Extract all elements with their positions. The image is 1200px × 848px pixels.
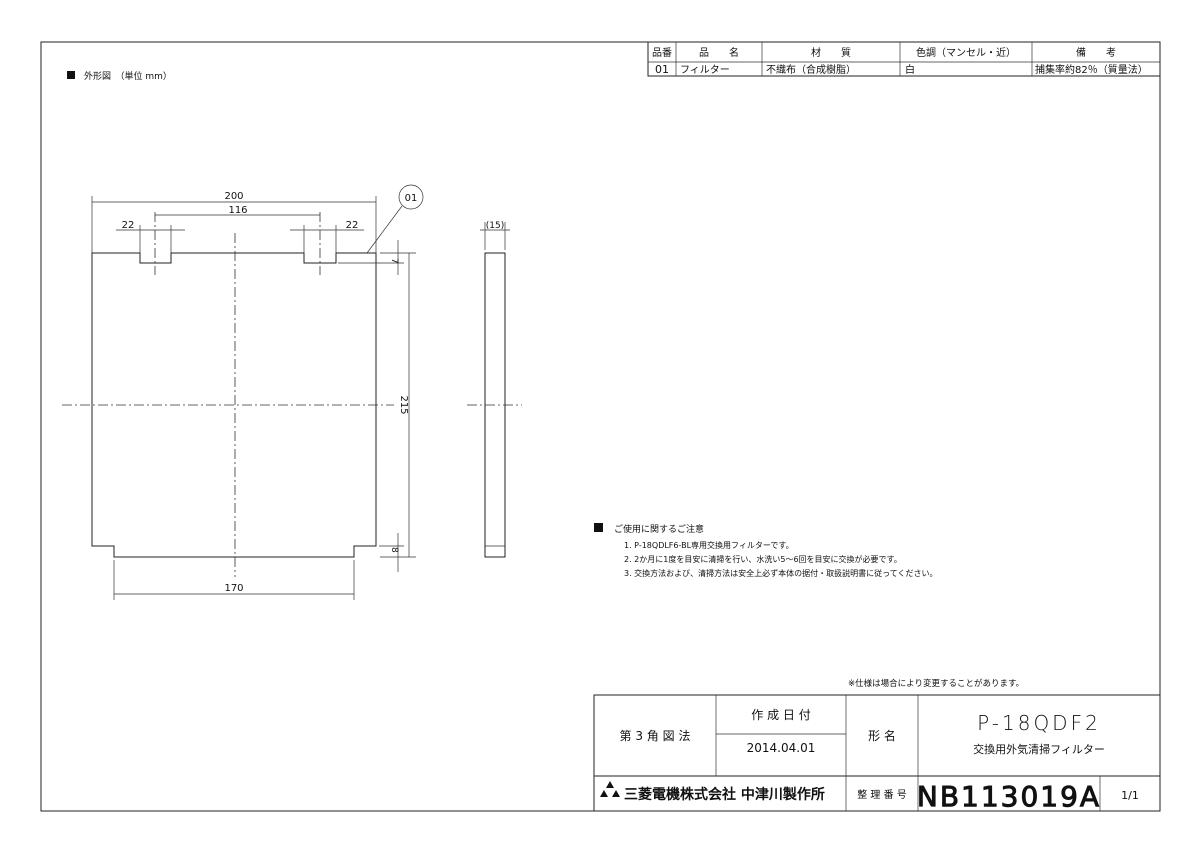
dim-bottom-width: 170 [224, 583, 243, 594]
sheet-number: 1/1 [1121, 789, 1139, 802]
date-label: 作 成 日 付 [751, 708, 810, 722]
dim-notch-spacing: 116 [228, 205, 247, 216]
dim-notch-right: 22 [346, 220, 359, 231]
note-item: 1. P-18QDLF6-BL専用交換用フィルターです。 [624, 540, 794, 550]
model-number: P-18QDF2 [977, 711, 1101, 735]
projection-method: 第 3 角 図 法 [620, 729, 691, 743]
drawing-number: NB113019A [917, 780, 1101, 813]
part-balloon: 01 [405, 193, 418, 204]
header-material: 材 質 [811, 46, 851, 59]
product-name: 交換用外気清掃フィルター [973, 742, 1105, 756]
bullet-square-icon [67, 71, 75, 79]
mitsubishi-logo-icon [600, 781, 620, 797]
creation-date: 2014.04.01 [747, 741, 816, 755]
company-name: 三菱電機株式会社 中津川製作所 [624, 786, 825, 803]
usage-notes: ご使用に関するご注意 1. P-18QDLF6-BL専用交換用フィルターです。 … [594, 523, 938, 578]
sheet-frame [40, 41, 1161, 812]
parts-table: 品番 品 名 材 質 色調（マンセル・近） 備 考 01 フィルター 不織布（合… [647, 41, 1161, 77]
notes-title: ご使用に関するご注意 [614, 523, 704, 535]
model-label: 形 名 [868, 728, 896, 743]
header-remarks: 備 考 [1076, 46, 1116, 59]
dim-bottom-step: 8 [389, 547, 399, 553]
title-block: 第 3 角 図 法 作 成 日 付 2014.04.01 形 名 P-18QDF… [593, 694, 1161, 814]
cell-color: 白 [905, 63, 915, 76]
front-view: 200 116 22 22 7 215 8 170 01 [62, 184, 424, 600]
spec-notice: ※仕様は場合により変更することがあります。 [848, 678, 1024, 689]
cell-material: 不織布（合成樹脂） [766, 63, 856, 76]
header-part-name: 品 名 [699, 46, 739, 59]
dim-notch-left: 22 [122, 220, 135, 231]
view-label: 外形図 （単位 mm） [84, 70, 172, 82]
bullet-square-icon [594, 523, 603, 532]
dim-top-step: 7 [389, 258, 399, 264]
header-color: 色調（マンセル・近） [916, 46, 1016, 59]
side-view: (15) [467, 221, 522, 558]
note-item: 3. 交換方法および、清掃方法は安全上必ず本体の据付・取扱説明書に従ってください… [624, 568, 938, 578]
drawing-number-label: 整 理 番 号 [857, 788, 907, 801]
cell-part-name: フィルター [680, 64, 730, 76]
dim-width: 200 [224, 191, 243, 202]
header-part-no: 品番 [652, 47, 672, 59]
note-item: 2. 2か月に1度を目安に清掃を行い、水洗い5～6回を目安に交換が必要です。 [624, 554, 902, 564]
cell-remarks: 捕集率約82％（質量法） [1035, 63, 1148, 76]
dim-thickness: (15) [486, 221, 504, 231]
dim-height: 215 [398, 395, 409, 414]
cell-part-no: 01 [655, 63, 669, 76]
